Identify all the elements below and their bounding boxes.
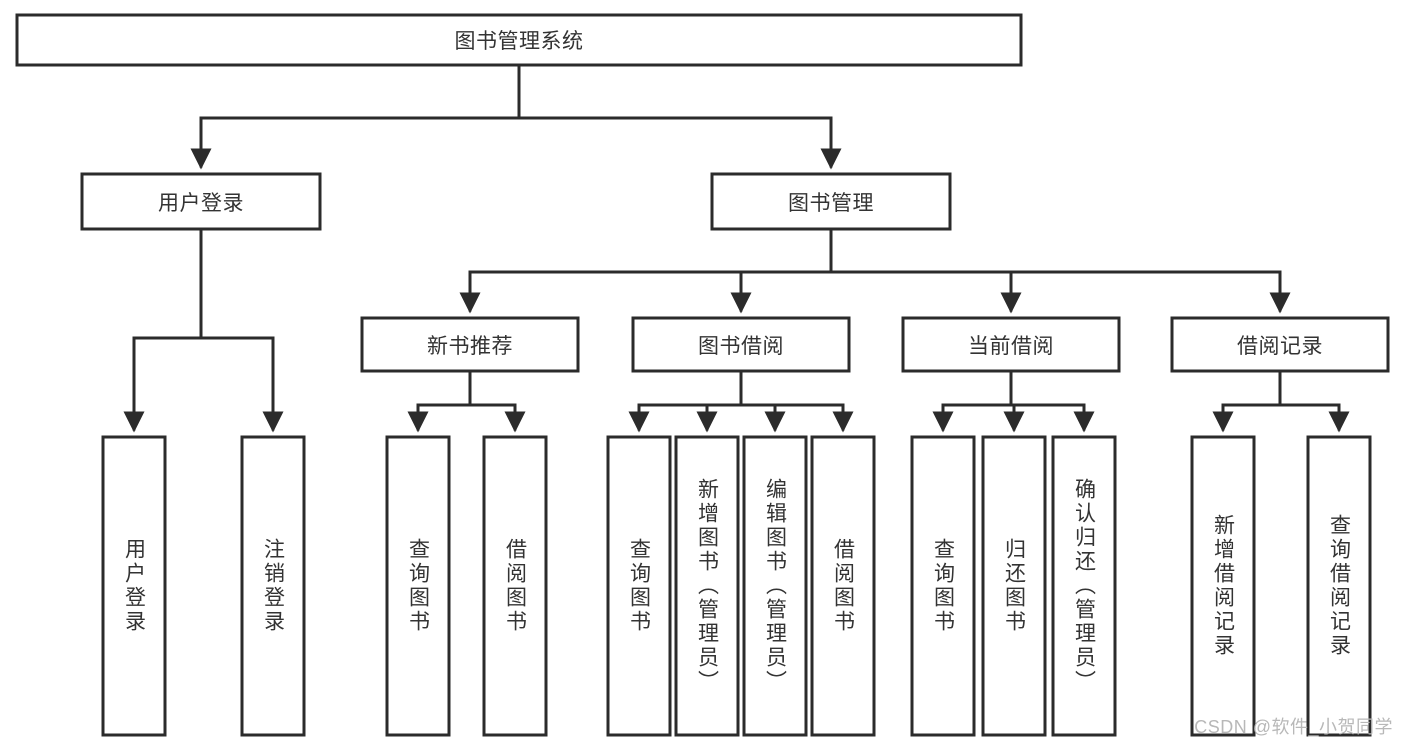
node-box-borrow-record[interactable]: [1170, 316, 1390, 373]
node-box-new-book-recommend[interactable]: [360, 316, 580, 373]
node-box-leaf-query-book-2[interactable]: [606, 435, 672, 737]
watermark-text: CSDN @软件_小贺同学: [1194, 717, 1393, 737]
node-box-root[interactable]: [15, 13, 1023, 67]
node-box-book-manage[interactable]: [710, 172, 952, 231]
node-box-leaf-add-book[interactable]: [674, 435, 740, 737]
node-box-leaf-query-book-1[interactable]: [385, 435, 451, 737]
node-box-leaf-user-login[interactable]: [101, 435, 167, 737]
node-box-leaf-edit-book[interactable]: [742, 435, 808, 737]
node-box-leaf-confirm-return[interactable]: [1051, 435, 1117, 737]
node-box-leaf-logout-login[interactable]: [240, 435, 306, 737]
node-box-leaf-borrow-book-2[interactable]: [810, 435, 876, 737]
node-box-book-borrow[interactable]: [631, 316, 851, 373]
node-box-current-borrow[interactable]: [901, 316, 1121, 373]
node-box-leaf-add-record[interactable]: [1190, 435, 1256, 737]
node-box-leaf-borrow-book-1[interactable]: [482, 435, 548, 737]
node-box-leaf-query-record[interactable]: [1306, 435, 1372, 737]
node-box-leaf-return-book[interactable]: [981, 435, 1047, 737]
node-box-user-login[interactable]: [80, 172, 322, 231]
node-box-leaf-query-book-3[interactable]: [910, 435, 976, 737]
